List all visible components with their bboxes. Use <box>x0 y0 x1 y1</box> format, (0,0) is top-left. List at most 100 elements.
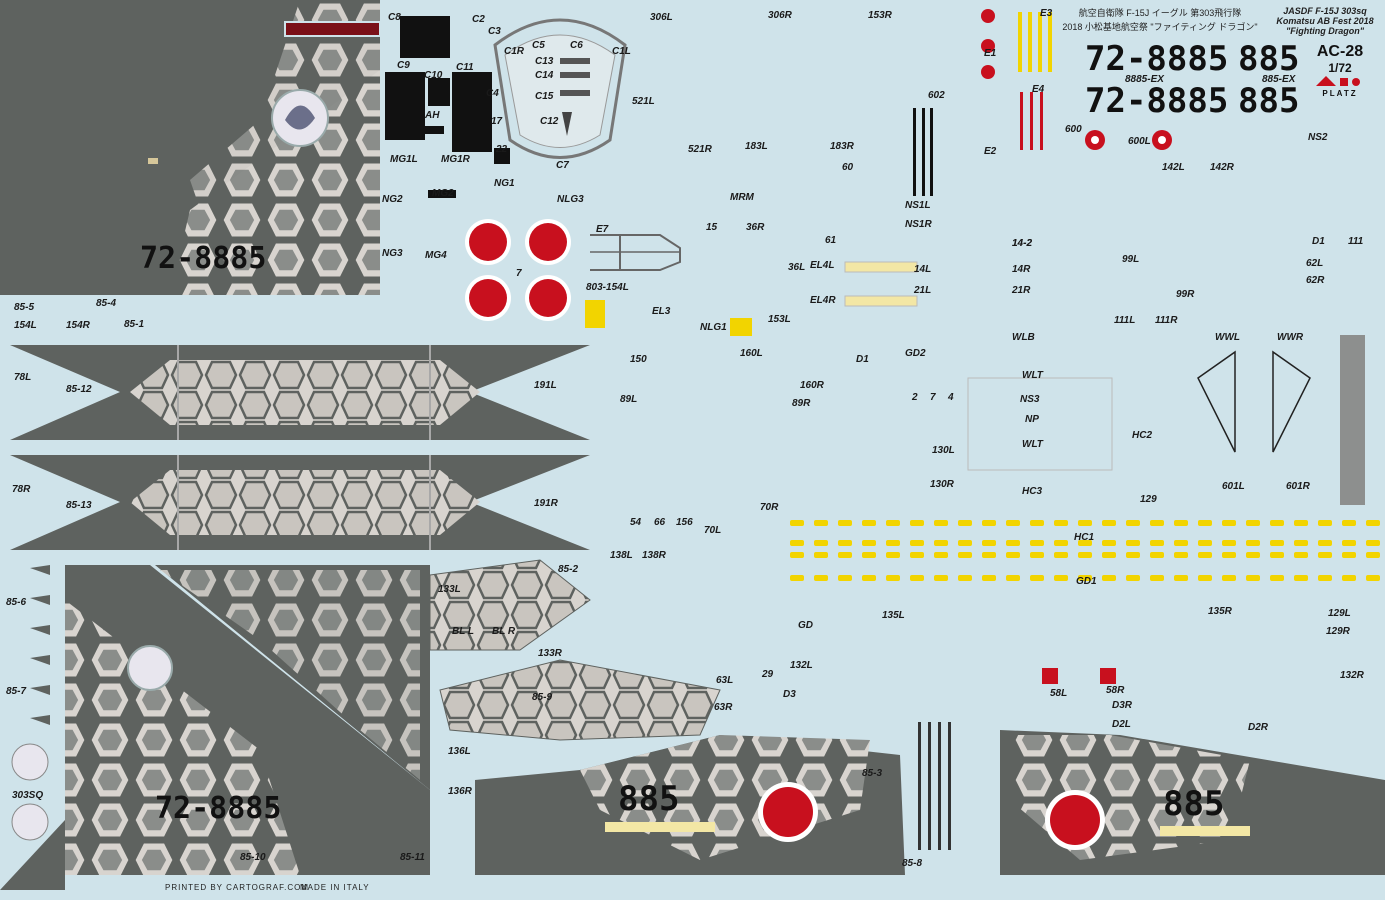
warning-mark <box>1246 575 1260 581</box>
decal-label-l129: 129 <box>1140 494 1157 505</box>
warning-mark <box>1246 552 1260 558</box>
warning-mark <box>1174 540 1188 546</box>
dragon-emblem-icon <box>127 645 173 691</box>
warning-mark <box>1006 520 1020 526</box>
warning-mark <box>1126 540 1140 546</box>
tail-serial-upper: 72-8885 <box>140 241 266 276</box>
warning-mark <box>1030 552 1044 558</box>
decal-label-l85_1: 85-1 <box>124 319 144 330</box>
decal-label-n7b: 7 <box>930 392 936 403</box>
decal-label-l85_3: 85-3 <box>862 768 882 779</box>
decal-label-l21r: 21R <box>1011 285 1031 296</box>
warning-mark <box>862 552 876 558</box>
decal-label-l62l: 62L <box>1306 258 1323 269</box>
decal-label-l156: 156 <box>676 517 693 528</box>
black-stripes <box>913 108 951 850</box>
decal-label-l306r: 306R <box>768 10 793 21</box>
decal-label-mrm: MRM <box>730 192 755 203</box>
warning-mark <box>1030 520 1044 526</box>
warning-mark <box>1006 540 1020 546</box>
decal-label-l60: 60 <box>842 162 854 173</box>
serial-large-full-2: 72-8885 <box>1085 81 1228 121</box>
warning-mark <box>958 575 972 581</box>
decal-label-np: NP <box>1025 414 1039 425</box>
warning-mark <box>910 540 924 546</box>
decal-label-el4l: EL4L <box>810 260 834 271</box>
warning-mark <box>1102 575 1116 581</box>
yellow-decals <box>585 12 1052 336</box>
fuselage-strip-lower <box>10 455 590 550</box>
decal-label-n22: 22 <box>495 144 508 155</box>
warning-mark <box>1270 520 1284 526</box>
warning-mark <box>1174 575 1188 581</box>
warning-mark <box>862 575 876 581</box>
warning-mark <box>814 575 828 581</box>
warning-mark <box>886 575 900 581</box>
decal-label-wlb: WLB <box>1012 332 1035 343</box>
warning-mark <box>958 540 972 546</box>
warning-mark <box>1150 540 1164 546</box>
warning-mark <box>862 520 876 526</box>
decal-label-l54: 54 <box>630 517 642 528</box>
warning-mark <box>982 540 996 546</box>
decal-label-l111: 111 <box>1348 236 1364 247</box>
product-code: AC-28 <box>1317 43 1363 60</box>
decal-label-l89l: 89L <box>620 394 637 405</box>
warning-mark <box>790 520 804 526</box>
decal-label-l183l: 183L <box>745 141 768 152</box>
serial-large-short-2: 885 <box>1238 81 1299 121</box>
decal-label-l191l: 191L <box>534 380 557 391</box>
decal-label-l153l: 153L <box>768 314 791 325</box>
decal-label-l600: 600 <box>1065 124 1082 135</box>
header-en-line3: "Fighting Dragon" <box>1286 26 1365 36</box>
decal-label-mg2: MG2 <box>432 188 454 199</box>
warning-mark <box>1198 552 1212 558</box>
decal-label-nlg1: NLG1 <box>700 322 727 333</box>
decal-label-bll: BL L <box>452 626 474 637</box>
decal-label-l63r: 63R <box>714 702 733 713</box>
warning-mark <box>982 552 996 558</box>
tail-fin-decal-lower: 72-8885 <box>0 565 430 890</box>
warning-mark <box>1174 552 1188 558</box>
warning-mark <box>1366 520 1380 526</box>
warning-mark <box>910 552 924 558</box>
warning-mark <box>1246 540 1260 546</box>
decal-label-l111r: 111R <box>1155 315 1178 326</box>
decal-label-l63l: 63L <box>716 675 733 686</box>
warning-mark <box>1318 540 1332 546</box>
decal-label-n17: 17 <box>491 116 503 127</box>
decal-label-l29: 29 <box>761 669 774 680</box>
decal-label-mg1r: MG1R <box>441 154 471 165</box>
decal-label-c14: C14 <box>535 70 554 81</box>
squadron-label: 303SQ <box>12 790 43 801</box>
decal-label-l150: 150 <box>630 354 647 365</box>
decal-label-l601r: 601R <box>1286 481 1311 492</box>
decal-label-d1b: D1 <box>1312 236 1325 247</box>
decal-label-l136r: 136R <box>448 786 473 797</box>
warning-mark <box>1222 520 1236 526</box>
decal-label-mg4: MG4 <box>425 250 447 261</box>
decal-label-e4: E4 <box>1032 84 1045 95</box>
header-jp-line2: 2018 小松基地航空祭 "ファイティング ドラゴン" <box>1062 21 1257 32</box>
decal-label-l61: 61 <box>825 235 837 246</box>
warning-mark <box>1294 540 1308 546</box>
decal-label-el3: EL3 <box>652 306 671 317</box>
warning-mark <box>1150 575 1164 581</box>
decal-label-l15: 15 <box>706 222 718 233</box>
decal-label-l600l: 600L <box>1128 136 1151 147</box>
decal-label-l58r: 58R <box>1106 685 1125 696</box>
decal-label-ng1: NG1 <box>494 178 515 189</box>
warning-mark <box>1054 575 1068 581</box>
decal-label-l191r: 191R <box>534 498 559 509</box>
squadron-badge-icon <box>11 803 49 841</box>
warning-mark <box>1270 540 1284 546</box>
decal-label-ns1l: NS1L <box>905 200 931 211</box>
warning-mark <box>1318 552 1332 558</box>
decal-label-l132r: 132R <box>1340 670 1365 681</box>
warning-mark <box>1342 552 1356 558</box>
decal-label-mg1l: MG1L <box>390 154 418 165</box>
warning-mark <box>1198 520 1212 526</box>
decal-label-l803: 803-154L <box>586 282 629 293</box>
decal-label-n2: 2 <box>911 392 918 403</box>
